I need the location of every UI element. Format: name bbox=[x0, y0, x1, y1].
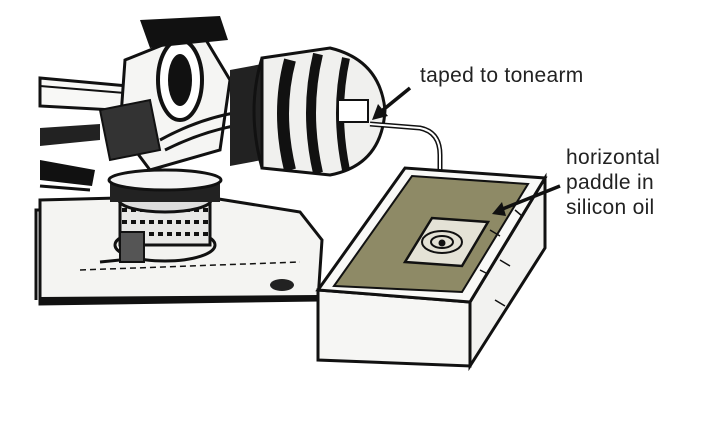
oil-trough bbox=[315, 166, 548, 372]
pivot-column bbox=[99, 168, 223, 264]
label-paddle-line-1: horizontal bbox=[566, 146, 661, 169]
label-paddle-line-2: paddle in bbox=[566, 171, 654, 194]
label-horizontal-paddle: horizontal paddle in silicon oil bbox=[566, 145, 660, 220]
counterweight bbox=[230, 46, 387, 177]
arrow-tonearm bbox=[372, 86, 412, 120]
gimbal bbox=[98, 16, 246, 172]
paddle bbox=[402, 216, 491, 268]
arrow-paddle bbox=[492, 184, 561, 216]
label-taped-to-tonearm: taped to tonearm bbox=[420, 64, 584, 87]
label-paddle-line-3: silicon oil bbox=[566, 196, 655, 219]
